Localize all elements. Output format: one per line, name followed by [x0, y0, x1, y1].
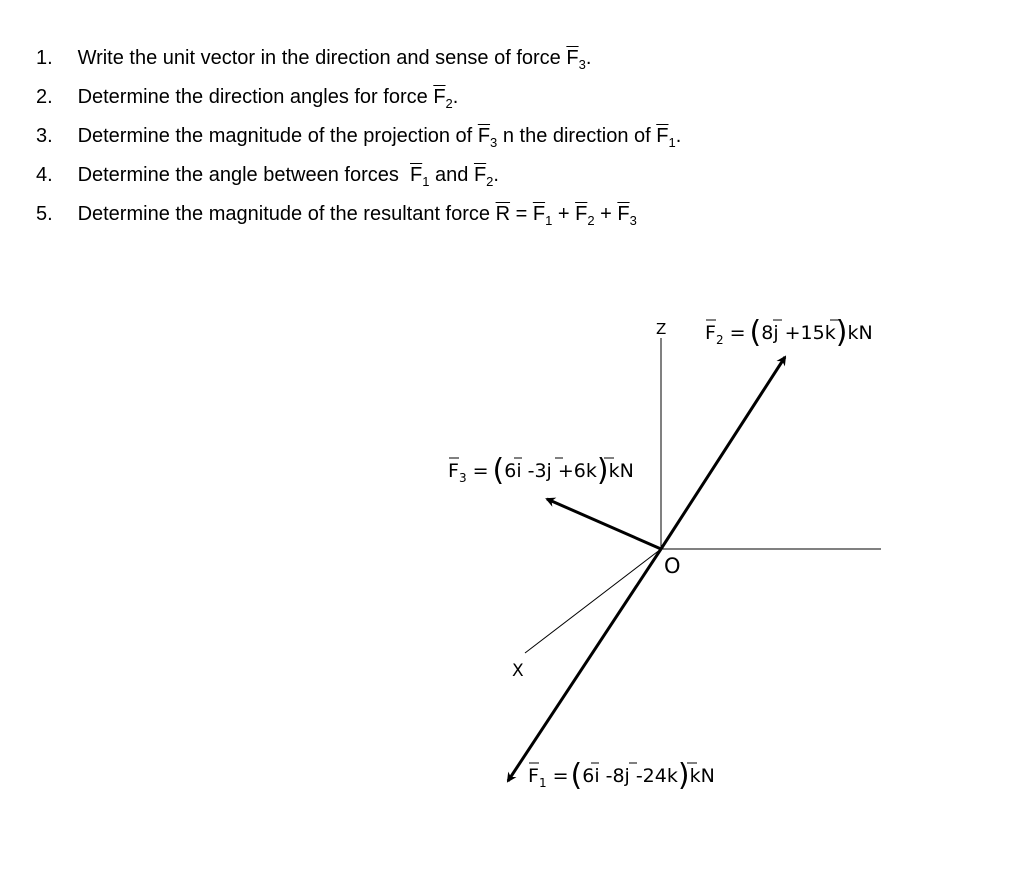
force-f1-label: F1 =(6i -8j -24k)kN: [528, 758, 715, 793]
z-axis-label: Z: [656, 320, 666, 338]
force-symbol: F: [528, 765, 539, 787]
coefficient: -8: [606, 765, 625, 787]
force-subscript-a: 3: [490, 135, 498, 150]
unit-vector-j: j: [546, 460, 552, 482]
force-symbol: F: [566, 47, 579, 69]
svg-text:F3=(6i-3j+6k)kN: F3 =(6i -3j +6k)kN: [448, 453, 634, 488]
origin-label: O: [664, 554, 681, 578]
open-paren: (: [750, 315, 762, 350]
plus-sign: +: [557, 203, 570, 225]
force-subscript: 2: [716, 333, 724, 347]
question-number: 3.: [36, 125, 53, 147]
force-f3-label: F3 =(6i -3j +6k)kN: [448, 453, 634, 488]
force-symbol-a: F: [477, 125, 491, 147]
close-paren: ): [678, 758, 690, 793]
question-text: Determine the direction angles for force: [77, 86, 428, 108]
coefficient: 8: [761, 322, 773, 344]
plus-sign: +: [600, 203, 612, 225]
force-subscript-b: 2: [486, 174, 494, 189]
unit-vector-k: k: [825, 322, 836, 344]
question-number: 4.: [36, 164, 53, 186]
force-subscript-b: 1: [668, 135, 676, 150]
coefficient: -24: [636, 765, 667, 787]
question-end: .: [493, 164, 499, 186]
question-text-b: and: [435, 164, 469, 186]
resultant-symbol: R: [495, 203, 511, 225]
coefficient: 6: [582, 765, 594, 787]
open-paren: (: [493, 453, 505, 488]
unit-vector-i: i: [594, 765, 599, 787]
force-subscript-a: 1: [422, 174, 430, 189]
equals-sign: =: [515, 203, 528, 225]
force-symbol: F: [705, 322, 716, 344]
force-subscript: 1: [539, 776, 547, 790]
question-text: Determine the magnitude of the resultant…: [77, 203, 491, 225]
coefficient: +15: [785, 322, 825, 344]
question-number: 5.: [36, 203, 53, 225]
force-symbol-1: F: [532, 203, 546, 225]
unit-vector-k: k: [667, 765, 678, 787]
force-subscript-2: 2: [587, 213, 595, 228]
force-subscript: 3: [459, 471, 467, 485]
force-f3-arrow: [545, 497, 662, 551]
force-symbol-2: F: [575, 203, 588, 225]
force-subscript: 2: [445, 96, 453, 111]
open-paren: (: [571, 758, 583, 793]
force-symbol-b: F: [473, 164, 487, 186]
force-subscript: 3: [578, 57, 586, 72]
force-symbol: F: [448, 460, 459, 482]
question-3: 3. Determine the magnitude of the projec…: [36, 122, 996, 161]
svg-text:F1=(6i-8j-24k)kN: F1 =(6i -8j -24k)kN: [528, 758, 715, 793]
question-number: 1.: [36, 47, 53, 69]
question-text-a: Determine the angle between forces: [77, 164, 399, 186]
question-1: 1. Write the unit vector in the directio…: [36, 44, 996, 83]
unit-label: kN: [690, 765, 715, 787]
question-number: 2.: [36, 86, 53, 108]
unit-label: kN: [609, 460, 634, 482]
equals-sign: =: [553, 765, 569, 787]
unit-vector-j: j: [624, 765, 630, 787]
coefficient: 6: [504, 460, 516, 482]
force-f2-arrow: [659, 355, 787, 550]
question-text: Write the unit vector in the direction a…: [77, 47, 561, 69]
force-symbol-b: F: [656, 125, 669, 147]
close-paren: ): [597, 453, 609, 488]
x-axis: [524, 548, 662, 654]
question-4: 4. Determine the angle between forces F1…: [36, 161, 996, 200]
coefficient: +6: [558, 460, 586, 482]
question-end: .: [675, 125, 682, 147]
force-f2-label: F2 =(8j +15k)kN: [705, 315, 873, 350]
x-axis-label: X: [512, 661, 524, 681]
equals-sign: =: [473, 460, 489, 482]
force-f1-arrow: [506, 548, 663, 783]
force-symbol-a: F: [410, 164, 423, 186]
close-paren: ): [836, 315, 848, 350]
svg-text:F2=(8j+15k)kN: F2 =(8j +15k)kN: [705, 315, 873, 350]
force-subscript-1: 1: [545, 213, 553, 228]
question-text-a: Determine the magnitude of the projectio…: [77, 125, 473, 147]
unit-vector-j: j: [772, 322, 778, 344]
unit-vector-k: k: [586, 460, 597, 482]
question-2: 2. Determine the direction angles for fo…: [36, 83, 996, 122]
question-list: 1. Write the unit vector in the directio…: [36, 44, 996, 239]
question-end: .: [585, 47, 592, 69]
coefficient: -3: [528, 460, 547, 482]
force-symbol: F: [433, 86, 446, 108]
force-subscript-3: 3: [629, 213, 637, 228]
question-5: 5. Determine the magnitude of the result…: [36, 200, 996, 239]
question-end: .: [452, 86, 459, 108]
equals-sign: =: [730, 322, 746, 344]
unit-vector-i: i: [516, 460, 521, 482]
force-symbol-3: F: [617, 203, 630, 225]
unit-label: kN: [847, 322, 872, 344]
question-text-b: n the direction of: [502, 125, 651, 147]
